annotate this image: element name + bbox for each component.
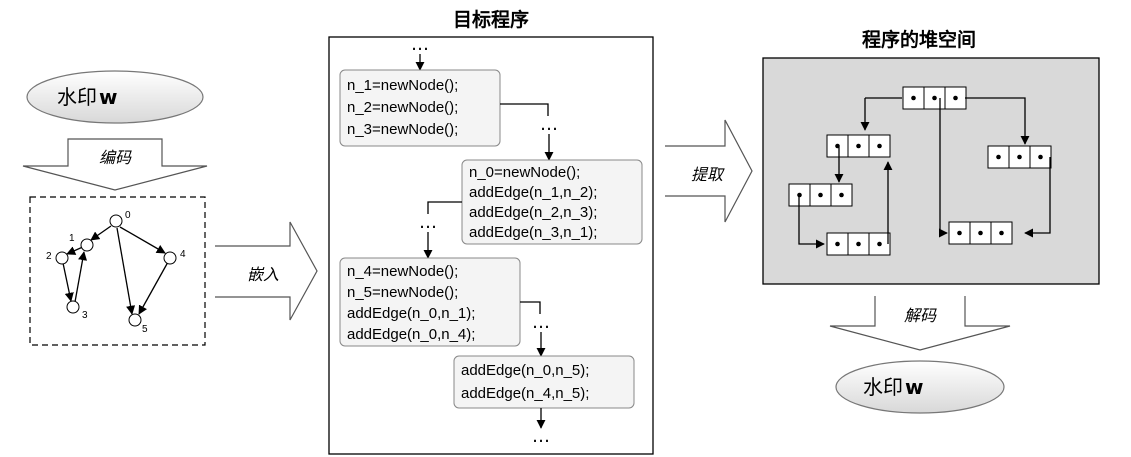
- code-line: n_1=newNode();: [347, 77, 458, 94]
- watermark-input-ellipse: 水印 w: [26, 70, 204, 124]
- graph-node-2: [55, 251, 69, 265]
- ellipsis-3: …: [532, 312, 550, 333]
- ellipsis-2: …: [419, 212, 437, 233]
- pointer-dot: [856, 143, 861, 149]
- pointer-dot: [877, 143, 882, 149]
- pointer-dot: [932, 95, 937, 101]
- pointer-dot: [877, 241, 882, 247]
- pointer-dot: [978, 230, 983, 236]
- graph-node-label-5: 5: [142, 324, 148, 335]
- pointer-dot: [1038, 154, 1043, 160]
- heap-object-6: [948, 221, 1013, 245]
- code-line: addEdge(n_0,n_4);: [347, 326, 475, 343]
- graph-node-label-4: 4: [180, 249, 186, 260]
- code-line: n_0=newNode();: [469, 164, 580, 181]
- watermark-output-ellipse: 水印 w: [835, 360, 1005, 414]
- decode-label: 解码: [904, 306, 937, 325]
- encode-arrow: 编码: [22, 138, 208, 191]
- watermark-output-symbol: w: [905, 375, 923, 399]
- target-program-title: 目标程序: [453, 8, 529, 31]
- heap-object-1: [902, 86, 967, 110]
- graph-node-label-1: 1: [69, 233, 75, 244]
- code-block-3: n_4=newNode(); n_5=newNode(); addEdge(n_…: [339, 257, 521, 347]
- heap-object-3: [987, 145, 1052, 169]
- graph-node-4: [163, 251, 177, 265]
- code-block-4: addEdge(n_0,n_5); addEdge(n_4,n_5);: [453, 355, 635, 409]
- watermark-output-label: 水印: [863, 375, 903, 399]
- code-line: n_5=newNode();: [347, 284, 458, 301]
- pointer-dot: [996, 154, 1001, 160]
- pointer-dot: [1017, 154, 1022, 160]
- extract-arrow: 提取: [665, 119, 753, 223]
- graph-node-1: [80, 238, 94, 252]
- watermark-input-label: 水印: [57, 85, 97, 109]
- code-line: addEdge(n_0,n_1);: [347, 305, 475, 322]
- graph-node-label-0: 0: [125, 210, 131, 221]
- decode-arrow: 解码: [829, 296, 1011, 351]
- embed-label: 嵌入: [247, 265, 279, 284]
- pointer-dot: [953, 95, 958, 101]
- pointer-dot: [999, 230, 1004, 236]
- code-line: n_4=newNode();: [347, 263, 458, 280]
- ellipsis-bottom: …: [532, 426, 550, 447]
- code-block-1: n_1=newNode(); n_2=newNode(); n_3=newNod…: [339, 69, 501, 147]
- code-block-2: n_0=newNode(); addEdge(n_1,n_2); addEdge…: [461, 159, 643, 245]
- heap-objects: [788, 86, 1052, 256]
- graph-node-0: [109, 214, 123, 228]
- code-line: addEdge(n_3,n_1);: [469, 224, 597, 241]
- extract-label: 提取: [691, 165, 725, 184]
- pointer-dot: [818, 192, 823, 198]
- ellipsis-top: …: [411, 34, 429, 55]
- graph-node-label-2: 2: [46, 251, 52, 262]
- pointer-dot: [856, 241, 861, 247]
- pointer-dot: [957, 230, 962, 236]
- pointer-dot: [839, 192, 844, 198]
- heap-edges: [798, 97, 1051, 249]
- graph-node-label-3: 3: [82, 310, 88, 321]
- code-line: addEdge(n_0,n_5);: [461, 362, 589, 379]
- code-line: addEdge(n_4,n_5);: [461, 385, 589, 402]
- heap-object-2: [826, 134, 891, 158]
- watermark-graph: 0 1 2 3 4 5: [29, 196, 206, 346]
- watermark-input-symbol: w: [99, 85, 117, 109]
- graph-node-5: [128, 313, 142, 327]
- graph-node-3: [66, 300, 80, 314]
- heap-title: 程序的堆空间: [862, 28, 976, 51]
- code-line: addEdge(n_1,n_2);: [469, 184, 597, 201]
- code-line: addEdge(n_2,n_3);: [469, 204, 597, 221]
- encode-label: 编码: [99, 148, 132, 167]
- code-line: n_2=newNode();: [347, 99, 458, 116]
- ellipsis-1: …: [540, 114, 558, 135]
- code-line: n_3=newNode();: [347, 121, 458, 138]
- pointer-dot: [835, 241, 840, 247]
- embed-arrow: 嵌入: [215, 221, 318, 321]
- heap-object-5: [826, 232, 891, 256]
- pointer-dot: [797, 192, 802, 198]
- pointer-dot: [911, 95, 916, 101]
